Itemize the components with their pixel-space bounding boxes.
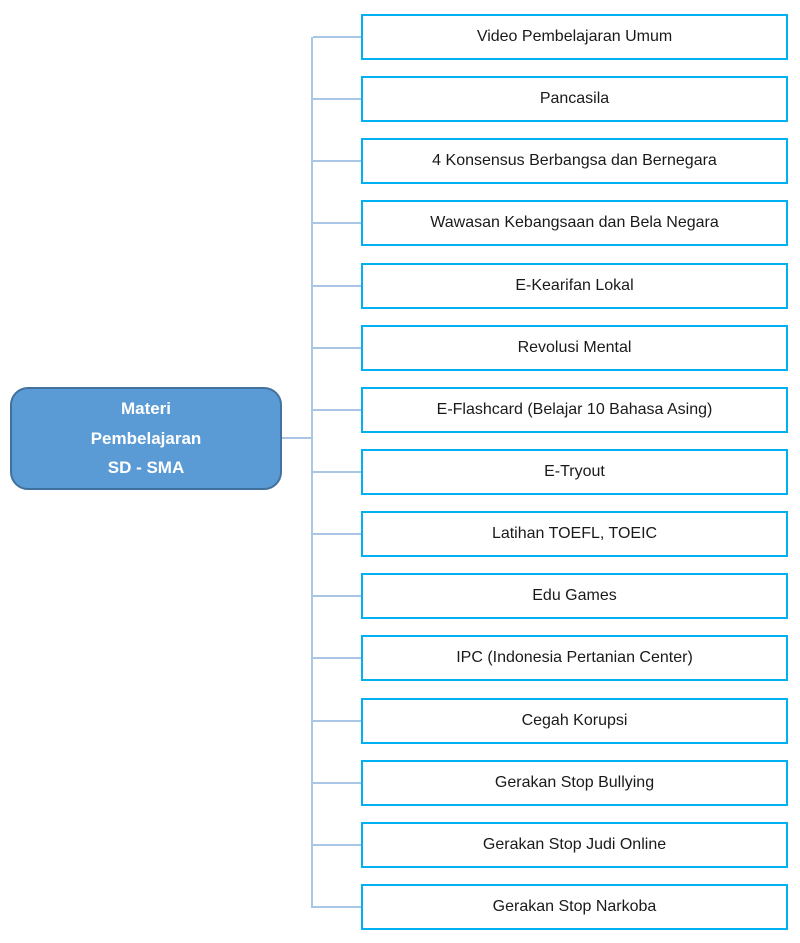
item-label: E-Tryout xyxy=(544,462,605,480)
root-node-label-line: Materi xyxy=(120,398,172,418)
root-node-label-line: SD - SMA xyxy=(107,458,185,478)
item-label: IPC (Indonesia Pertanian Center) xyxy=(456,649,693,667)
connector-stub xyxy=(313,657,361,660)
item-box: Pancasila xyxy=(313,76,788,123)
connector-stub xyxy=(313,284,361,287)
trunk-line xyxy=(311,37,313,908)
connector-stub xyxy=(313,222,361,225)
root-node: Materi Pembelajaran SD - SMA xyxy=(10,387,282,490)
item-box: Latihan TOEFL, TOEIC xyxy=(313,511,788,558)
connector-stub xyxy=(313,160,361,163)
connector-stub xyxy=(313,781,361,784)
item-box: Revolusi Mental xyxy=(313,324,788,371)
root-connector-line xyxy=(282,437,313,439)
connector-stub xyxy=(313,843,361,846)
item-box: Cegah Korupsi xyxy=(313,697,788,744)
connector-stub xyxy=(313,346,361,349)
item-label: Gerakan Stop Bullying xyxy=(494,773,655,791)
item-box: 4 Konsensus Berbangsa dan Bernegara xyxy=(313,138,788,185)
item-box: IPC (Indonesia Pertanian Center) xyxy=(313,635,788,682)
item-label: Wawasan Kebangsaan dan Bela Negara xyxy=(430,214,719,232)
item-label: Gerakan Stop Narkoba xyxy=(492,897,657,915)
item-label: Pancasila xyxy=(539,90,610,108)
item-box: Gerakan Stop Bullying xyxy=(313,759,788,806)
item-label: Video Pembelajaran Umum xyxy=(476,28,673,45)
item-label: E-Flashcard (Belajar 10 Bahasa Asing) xyxy=(436,400,713,418)
item-label: E-Kearifan Lokal xyxy=(515,276,634,294)
item-label: Revolusi Mental xyxy=(517,338,632,356)
connector-stub xyxy=(313,470,361,473)
item-label: Edu Games xyxy=(532,587,617,605)
item-label: Latihan TOEFL, TOEIC xyxy=(491,525,658,543)
item-box: Gerakan Stop Narkoba xyxy=(313,883,788,930)
item-box: Video Pembelajaran Umum xyxy=(313,14,788,60)
connector-stub xyxy=(313,98,361,101)
connector-stub xyxy=(313,408,361,411)
item-label: Cegah Korupsi xyxy=(521,711,628,729)
item-box: Gerakan Stop Judi Online xyxy=(313,821,788,868)
connector-stub xyxy=(313,36,361,38)
connector-stub xyxy=(313,595,361,598)
connector-stub xyxy=(313,719,361,722)
items-column: Video Pembelajaran Umum Pancasila 4 Kons… xyxy=(313,14,788,930)
item-box: E-Flashcard (Belajar 10 Bahasa Asing) xyxy=(313,386,788,433)
item-box: E-Kearifan Lokal xyxy=(313,262,788,309)
item-box: Edu Games xyxy=(313,573,788,620)
connector-stub xyxy=(313,533,361,536)
root-node-label-line: Pembelajaran xyxy=(90,428,202,448)
item-box: E-Tryout xyxy=(313,448,788,495)
item-label: 4 Konsensus Berbangsa dan Bernegara xyxy=(432,152,717,170)
item-label: Gerakan Stop Judi Online xyxy=(482,835,667,853)
connector-stub xyxy=(313,905,361,908)
item-box: Wawasan Kebangsaan dan Bela Negara xyxy=(313,200,788,247)
